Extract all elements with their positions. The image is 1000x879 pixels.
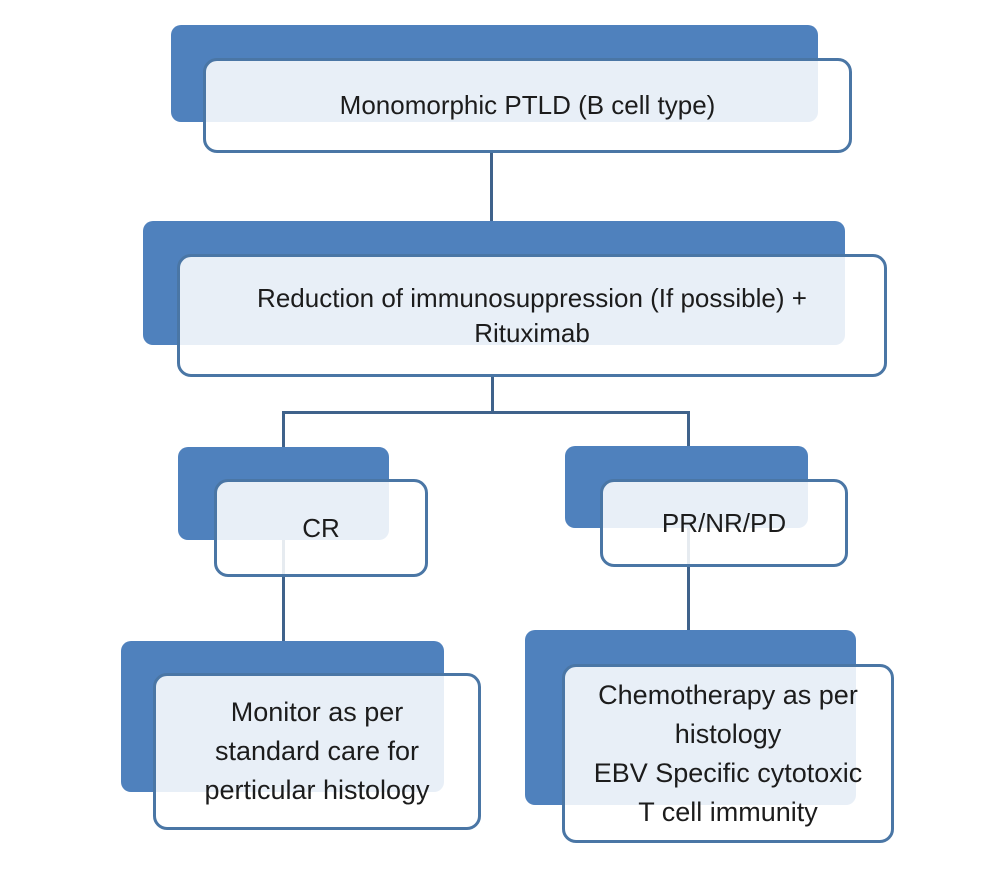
- node-chemo-label: Chemotherapy as per histology EBV Specif…: [593, 679, 863, 827]
- node-cr-label: CR: [302, 512, 340, 543]
- node-prnrpd: PR/NR/PD: [600, 479, 848, 567]
- node-cr: CR: [214, 479, 428, 577]
- node-prnrpd-label: PR/NR/PD: [661, 507, 787, 538]
- connector-split-horizontal: [282, 411, 690, 414]
- node-monomorphic: Monomorphic PTLD (B cell type): [203, 58, 852, 153]
- node-monomorphic-label: Monomorphic PTLD (B cell type): [339, 90, 716, 120]
- node-chemo: Chemotherapy as per histology EBV Specif…: [562, 664, 894, 843]
- connector-ris-split-stem: [491, 374, 494, 414]
- node-ris: Reduction of immunosuppression (If possi…: [177, 254, 887, 377]
- node-ris-label: Reduction of immunosuppression (If possi…: [257, 282, 807, 348]
- node-monitor-label: Monitor as per standard care for perticu…: [204, 697, 430, 805]
- connector-monomorphic-ris: [490, 152, 493, 223]
- node-monitor: Monitor as per standard care for perticu…: [153, 673, 481, 830]
